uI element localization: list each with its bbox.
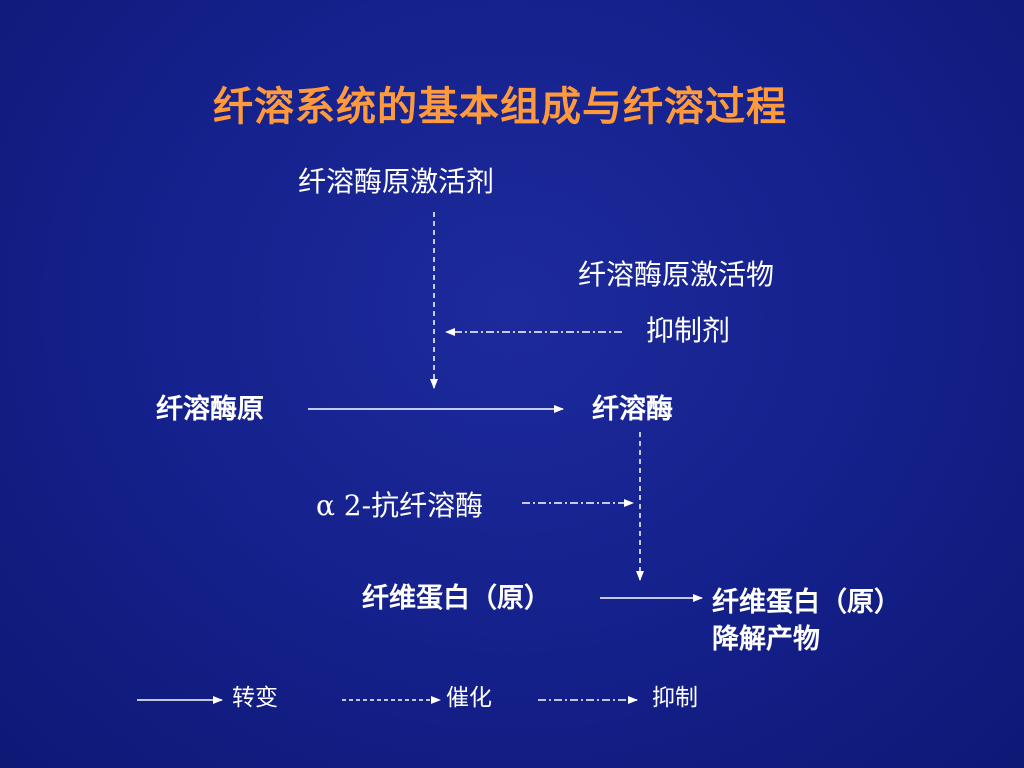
legend-inhibit-label: 抑制 [652,685,698,711]
degradation-product-line1: 纤维蛋白（原） [712,587,901,618]
plasmin-label: 纤溶酶 [592,394,673,425]
legend-catalyze-label: 催化 [446,685,492,711]
legend-transform-label: 转变 [232,685,278,711]
slide-title: 纤溶系统的基本组成与纤溶过程 [213,84,787,130]
fibrinogen-label: 纤维蛋白（原） [362,583,551,614]
plasminogen-label: 纤溶酶原 [156,394,264,425]
degradation-product-line2: 降解产物 [712,624,820,655]
activator-label: 纤溶酶原激活剂 [298,165,495,198]
antiplasmin-label: α 2-抗纤溶酶 [316,489,484,522]
inhibitor-label: 抑制剂 [646,314,731,347]
activator-product-label: 纤溶酶原激活物 [578,258,775,291]
